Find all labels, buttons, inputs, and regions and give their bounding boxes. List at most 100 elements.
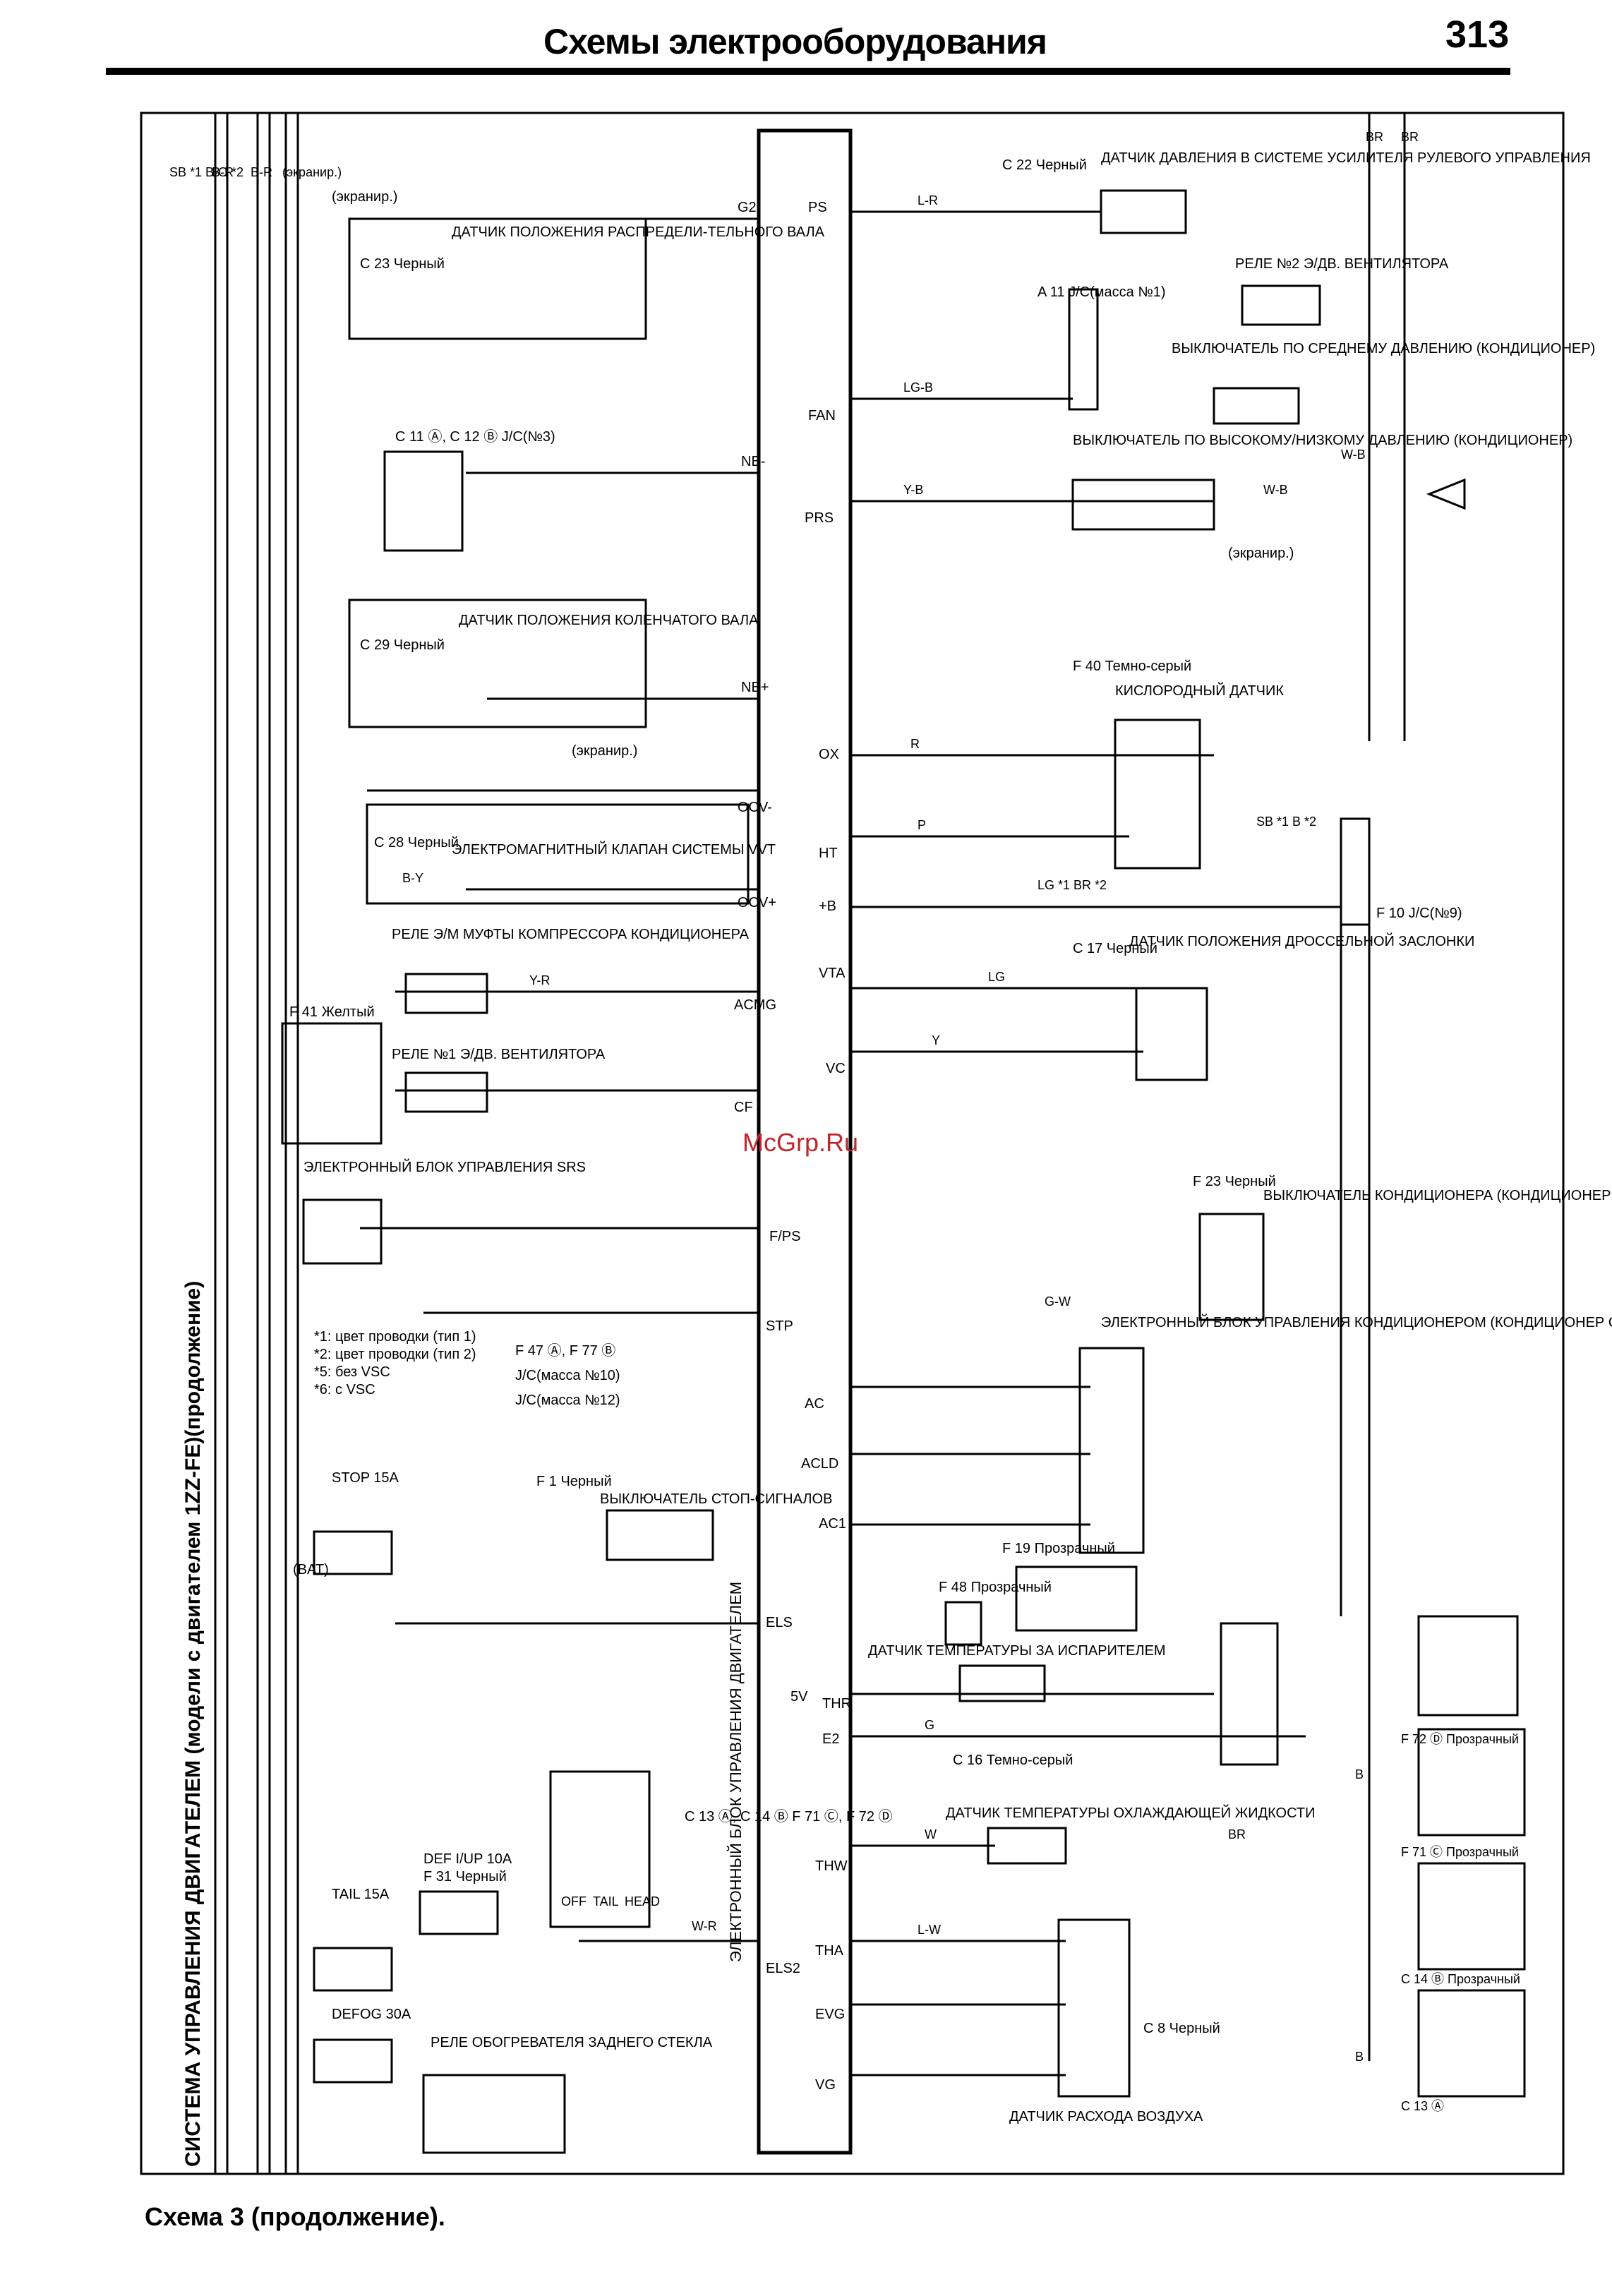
crank-sensor-box — [348, 599, 647, 728]
ecu-pin: PS — [808, 200, 827, 215]
wire-color: Y-R — [529, 973, 550, 987]
bus-label: B-R — [212, 165, 234, 179]
o2-sensor-box — [1114, 719, 1201, 870]
ecu-pin: ACLD — [801, 1456, 838, 1472]
wire-color: W-R — [692, 1919, 717, 1933]
jc1-block — [1068, 288, 1099, 411]
page-number: 313 — [1445, 13, 1510, 56]
rear-defog-relay — [422, 2074, 566, 2154]
right-connector — [1417, 1615, 1519, 1717]
fan-relay2-box — [1241, 284, 1321, 326]
component-labels: ДАТЧИК ПОЛОЖЕНИЯ РАСПРЕДЕЛИ-ТЕЛЬНОГО ВАЛ… — [289, 150, 1612, 2124]
note: *6: с VSC — [314, 1382, 375, 1398]
connector-label: F 72 Ⓓ Прозрачный — [1401, 1732, 1519, 1746]
label-f48: F 48 Прозрачный — [939, 1580, 1052, 1595]
ecu-pin: E2 — [822, 1731, 839, 1747]
label-evap-temp: ДАТЧИК ТЕМПЕРАТУРЫ ЗА ИСПАРИТЕЛЕМ — [868, 1643, 1166, 1659]
wire-color: Y — [932, 1033, 940, 1047]
vvt-valve-box — [366, 803, 750, 905]
tail-fuse — [313, 1947, 393, 1992]
wire-color: Y-B — [903, 483, 923, 497]
notes: *1: цвет проводки (тип 1) *2: цвет прово… — [314, 1329, 476, 1398]
wire-color-labels: L-R LG-B Y-B W-B R P LG Y B-Y Y-R G L-W … — [402, 193, 1288, 1937]
bus-labels: SB *1 B-O *2 B-R B-R (экранир.) BR BR W-… — [169, 130, 1419, 2064]
mid-pressure-switch — [1213, 387, 1300, 425]
label-vvt: ЭЛЕКТРОМАГНИТНЫЙ КЛАПАН СИСТЕМЫ VVT — [452, 841, 776, 858]
label-jc9: F 10 J/C(№9) — [1376, 906, 1462, 921]
wire-color: BR — [1228, 1827, 1246, 1841]
wire-color: W — [925, 1827, 937, 1841]
label-vvt-conn: C 28 Черный — [374, 835, 459, 851]
defmp-fuse — [419, 1890, 499, 1935]
label-ps-conn: C 22 Черный — [1002, 157, 1087, 173]
panel-label: TAIL — [593, 1894, 619, 1909]
label-crank-conn: C 29 Черный — [360, 637, 445, 653]
label-stop-switch-conn: F 1 Черный — [536, 1474, 612, 1489]
system-title: СИСТЕМА УПРАВЛЕНИЯ ДВИГАТЕЛЕМ (модели с … — [181, 1281, 205, 2167]
wire-color: G — [925, 1718, 934, 1732]
wire-color: LG-B — [903, 380, 933, 395]
right-connector — [1417, 1862, 1526, 1971]
ecu-pin: HT — [819, 846, 838, 861]
label-hl-pressure: ВЫКЛЮЧАТЕЛЬ ПО ВЫСОКОМУ/НИЗКОМУ ДАВЛЕНИЮ… — [1073, 433, 1572, 448]
ecu-pin: THA — [815, 1943, 844, 1959]
label-ac-clutch-relay: РЕЛЕ Э/М МУФТЫ КОМПРЕССОРА КОНДИЦИОНЕРА — [392, 927, 750, 942]
label-srs: ЭЛЕКТРОННЫЙ БЛОК УПРАВЛЕНИЯ SRS — [303, 1158, 586, 1175]
ac-clutch-relay — [404, 973, 488, 1014]
right-connector-labels: F 72 Ⓓ Прозрачный F 71 Ⓒ Прозрачный C 14… — [1401, 1732, 1520, 2113]
connector-label: F 71 Ⓒ Прозрачный — [1401, 1845, 1519, 1859]
watermark: McGrp.Ru — [742, 1128, 859, 1157]
f48-connector — [944, 1601, 982, 1646]
f19-connector — [1015, 1565, 1138, 1632]
ecu-pin: STP — [766, 1318, 793, 1334]
right-label: BR — [1401, 130, 1419, 144]
ecu-pin: FAN — [808, 408, 836, 423]
diagram-frame — [140, 112, 1565, 2175]
label-shield: (экранир.) — [572, 743, 637, 759]
stop-fuse — [313, 1530, 393, 1575]
bus-label: (экранир.) — [282, 165, 342, 179]
right-connector — [1417, 1728, 1526, 1837]
ecu-pin: VG — [815, 2077, 836, 2093]
srs-ecu-box — [302, 1198, 383, 1265]
label-tps-conn: C 17 Черный — [1073, 941, 1157, 956]
ecu-pin: THW — [815, 1858, 848, 1874]
f41-connector — [281, 1022, 383, 1145]
label-maf-conn: C 8 Черный — [1143, 2021, 1220, 2036]
fan-relay1 — [404, 1071, 488, 1113]
label-maf: ДАТЧИК РАСХОДА ВОЗДУХА — [1009, 2109, 1203, 2124]
evap-temp-sensor — [958, 1664, 1046, 1702]
label-ac-switch: ВЫКЛЮЧАТЕЛЬ КОНДИЦИОНЕРА (КОНДИЦИОНЕР С … — [1263, 1188, 1612, 1203]
ecu-pin: ELS — [766, 1615, 793, 1630]
right-label: BR — [1366, 130, 1383, 144]
label-f19: F 19 Прозрачный — [1002, 1541, 1115, 1556]
ground-symbol — [1426, 478, 1466, 510]
label-defmp-fuse: DEF I/UP 10A — [423, 1851, 512, 1867]
note: *5: без VSC — [314, 1364, 390, 1380]
ac-switch-box — [1198, 1213, 1265, 1321]
label-jc3: C 11 Ⓐ, C 12 Ⓑ J/C(№3) — [395, 428, 555, 445]
label-ps-sensor: ДАТЧИК ДАВЛЕНИЯ В СИСТЕМЕ УСИЛИТЕЛЯ РУЛЕ… — [1101, 150, 1591, 166]
panel-labels: OFF TAIL HEAD — [561, 1894, 660, 1909]
label-coolant-conn: C 16 Темно-серый — [953, 1753, 1073, 1768]
label-jc12: J/C(масса №12) — [515, 1393, 620, 1408]
figure-caption: Схема 3 (продолжение). — [145, 2202, 445, 2231]
maf-box — [1057, 1918, 1131, 2098]
note: *1: цвет проводки (тип 1) — [314, 1329, 476, 1345]
header-rule — [106, 68, 1510, 75]
label-f41: F 41 Желтый — [289, 1004, 375, 1020]
label-fan-relay1: РЕЛЕ №1 Э/ДВ. ВЕНТИЛЯТОРА — [392, 1047, 606, 1062]
label-sv: 5V — [790, 1689, 808, 1705]
right-label: LG *1 BR *2 — [1037, 878, 1107, 892]
label-jc10: J/C(масса №10) — [515, 1368, 620, 1383]
right-connector — [1417, 1989, 1526, 2098]
wire-color: R — [910, 737, 920, 751]
label-ecu-connectors: C 13 Ⓐ, C 14 Ⓑ F 71 Ⓒ, F 72 Ⓓ — [685, 1808, 893, 1825]
bus-label: SB *1 B-O *2 — [169, 165, 243, 179]
label-defmp-conn: F 31 Черный — [423, 1869, 507, 1885]
label-tps: ДАТЧИК ПОЛОЖЕНИЯ ДРОССЕЛЬНОЙ ЗАСЛОНКИ — [1129, 932, 1474, 949]
label-crank-sensor: ДАТЧИК ПОЛОЖЕНИЯ КОЛЕНЧАТОГО ВАЛА — [459, 613, 759, 628]
page-header: Схемы электрооборудования 313 — [0, 0, 1612, 75]
wire-color: W-B — [1263, 483, 1288, 497]
